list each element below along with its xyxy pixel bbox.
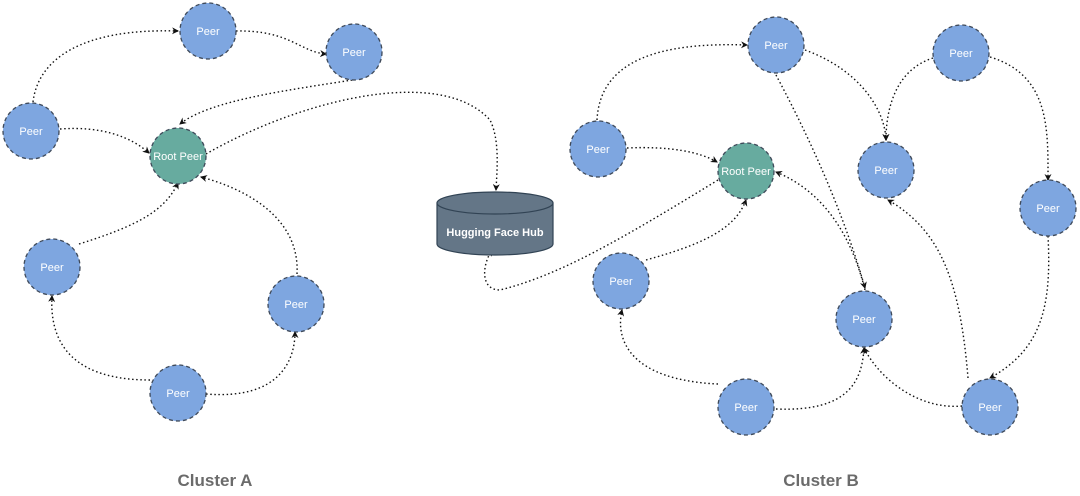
peer-node-a-bottom: Peer — [149, 364, 207, 422]
node-label: Peer — [874, 165, 898, 177]
node-label: Peer — [852, 314, 876, 326]
node-label: Peer — [1036, 203, 1060, 215]
hugging-face-hub-database: Hugging Face Hub — [436, 191, 554, 256]
edge-b-bottomright-to-b-midright — [887, 199, 969, 379]
edge-b-center-to-b-root — [775, 171, 866, 291]
peer-node-b-topright: Peer — [932, 24, 990, 82]
node-circle — [23, 238, 81, 296]
edge-a-left-to-a-root — [59, 127, 150, 154]
edge-b-topright-to-b-farright — [989, 56, 1052, 182]
node-circle — [179, 2, 237, 60]
node-circle — [835, 290, 893, 348]
node-label: Peer — [949, 48, 973, 60]
cluster-a-label: Cluster A — [178, 471, 253, 490]
peer-node-a-left: Peer — [2, 102, 60, 160]
edge-b-topright-to-b-midright — [882, 57, 934, 142]
peer-node-a-midleft: Peer — [23, 238, 81, 296]
node-circle — [961, 378, 1019, 436]
hub-label: Hugging Face Hub — [446, 227, 543, 239]
node-label: Peer — [734, 402, 758, 414]
root-peer-node-a-root: Root Peer — [149, 127, 207, 185]
node-label: Peer — [978, 402, 1002, 414]
peer-node-b-bottom: Peer — [717, 378, 775, 436]
node-circle — [857, 141, 915, 199]
node-label: Peer — [40, 262, 64, 274]
edge-a-root-to-hub — [205, 91, 500, 192]
node-circle — [717, 142, 775, 200]
node-label: Peer — [284, 299, 308, 311]
node-label: Peer — [196, 26, 220, 38]
root-peer-node-b-root: Root Peer — [717, 142, 775, 200]
node-circle — [267, 275, 325, 333]
edge-a-bottom-to-a-right — [205, 330, 299, 396]
edge-b-root-to-hub — [484, 179, 719, 291]
node-circle — [325, 23, 383, 81]
edge-layer — [32, 27, 1052, 410]
edge-a-top2-to-a-root — [179, 79, 353, 125]
node-circle — [149, 127, 207, 185]
hub-cylinder-top — [436, 191, 554, 215]
node-circle — [569, 120, 627, 178]
node-circle — [592, 252, 650, 310]
peer-node-a-top1: Peer — [179, 2, 237, 60]
peer-node-b-center: Peer — [835, 290, 893, 348]
peer-node-b-farright: Peer — [1019, 179, 1077, 237]
edge-b-bottom-to-b-lowleft — [617, 308, 719, 385]
peer-node-b-midright: Peer — [857, 141, 915, 199]
node-label: Peer — [19, 126, 43, 138]
edge-b-bottomright-to-b-center — [863, 347, 963, 408]
peer-node-b-left: Peer — [569, 120, 627, 178]
hub-cylinder-body — [436, 203, 554, 256]
node-circle — [2, 102, 60, 160]
edge-a-left-to-a-top1 — [32, 27, 180, 103]
node-circle — [717, 378, 775, 436]
node-label: Peer — [586, 144, 610, 156]
edge-b-top-to-b-center — [775, 74, 867, 290]
edge-a-midleft-to-a-root — [78, 182, 179, 245]
edge-a-top1-to-a-top2 — [235, 30, 328, 58]
edge-b-bottom-to-b-center — [775, 346, 868, 410]
peer-node-a-top2: Peer — [325, 23, 383, 81]
node-circle — [149, 364, 207, 422]
edge-b-left-to-b-root — [626, 146, 718, 163]
node-label: Peer — [342, 47, 366, 59]
node-label: Root Peer — [721, 166, 771, 178]
peer-node-a-right: Peer — [267, 275, 325, 333]
edge-b-lowleft-to-b-root — [645, 199, 748, 261]
node-circle — [747, 16, 805, 74]
node-circle — [932, 24, 990, 82]
node-label: Peer — [166, 388, 190, 400]
peer-node-b-lowleft: Peer — [592, 252, 650, 310]
node-label: Root Peer — [153, 151, 203, 163]
node-label: Peer — [764, 40, 788, 52]
peer-node-b-bottomright: Peer — [961, 378, 1019, 436]
edge-b-farright-to-b-bottomright — [989, 235, 1050, 379]
peer-node-b-top: Peer — [747, 16, 805, 74]
edge-b-top-to-b-midright — [804, 49, 890, 142]
cluster-b-label: Cluster B — [783, 471, 859, 490]
node-circle — [1019, 179, 1077, 237]
node-label: Peer — [609, 276, 633, 288]
edge-a-bottom-to-a-midleft — [48, 294, 151, 381]
edge-b-left-to-b-top — [596, 41, 749, 121]
edge-a-right-to-a-root — [199, 175, 298, 275]
